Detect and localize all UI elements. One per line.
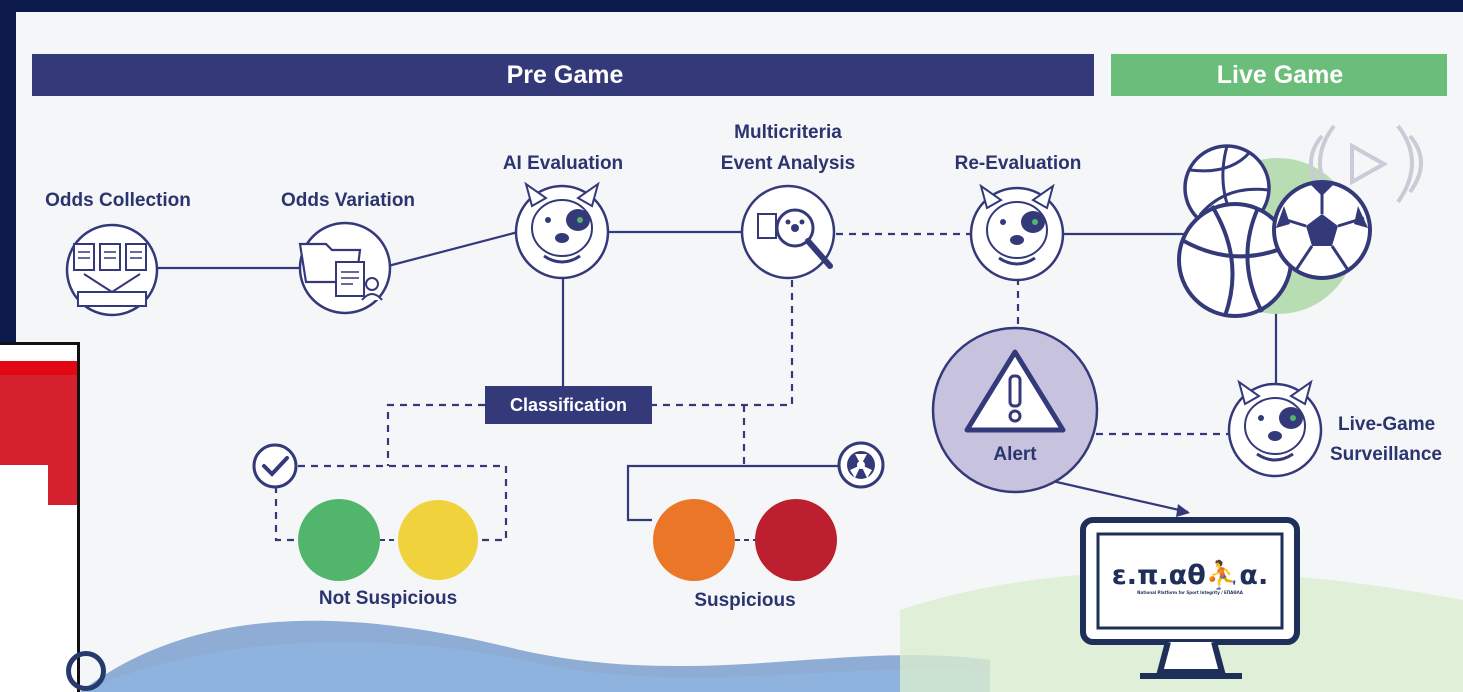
overlapping-window — [0, 342, 106, 692]
epathla-logo: ε.π.αθ⛹α. National Platform for Sport In… — [1100, 562, 1280, 596]
folder-icon — [298, 221, 392, 315]
warning-icon — [931, 326, 1099, 494]
monitor-icon — [1080, 517, 1300, 679]
documents-icon — [65, 223, 159, 317]
overlay-white-block — [0, 465, 48, 505]
bracket-suspicious — [626, 464, 840, 522]
dashed-multicriteria-classification — [652, 280, 794, 407]
magnifier-icon — [740, 184, 836, 280]
logo-text-end: α. — [1239, 560, 1269, 591]
bulldog-icon — [514, 181, 610, 280]
connector-alert-monitor — [1047, 478, 1189, 514]
alert-label: Alert — [993, 444, 1037, 465]
live-game-band — [1111, 54, 1447, 96]
suspicious-label: Suspicious — [694, 590, 796, 611]
bulldog-icon — [1227, 379, 1323, 478]
dashed-check-down — [274, 486, 298, 542]
pre-game-title: Pre Game — [506, 61, 624, 89]
classification-label: Classification — [509, 395, 628, 415]
pre-game-band — [32, 54, 1094, 96]
figure-icon: ⛹ — [1205, 560, 1240, 591]
gear-icon — [66, 651, 106, 691]
red-circle — [755, 499, 837, 581]
odds-variation-label: Odds Variation — [280, 190, 416, 211]
check-icon — [252, 443, 298, 489]
odds-collection-label: Odds Collection — [45, 190, 191, 211]
connector-variation-ai — [387, 230, 519, 268]
ai-evaluation-label: AI Evaluation — [502, 153, 624, 174]
green-circle — [298, 499, 380, 581]
classification-box — [485, 386, 652, 424]
soccer-ball-icon — [1272, 180, 1372, 280]
arrowhead-monitor — [1176, 504, 1190, 517]
logo-text: ε.π.αθ — [1111, 560, 1206, 591]
orange-circle — [653, 499, 735, 581]
multicriteria-label-line1: Multicriteria — [734, 122, 842, 143]
live-game-title: Live Game — [1216, 61, 1344, 89]
bulldog-icon — [969, 183, 1065, 282]
wave-light-blue — [80, 641, 990, 692]
dashed-check-bracket — [298, 464, 508, 542]
not-suspicious-label: Not Suspicious — [318, 588, 458, 609]
yellow-circle — [398, 500, 478, 580]
radiation-icon — [837, 441, 885, 489]
multicriteria-label-line2: Event Analysis — [720, 153, 856, 174]
overlay-red-bar — [0, 361, 77, 375]
live-surveillance-label-line1: Live-Game — [1338, 414, 1436, 435]
logo-subtext: National Platform for Sport Integrity / … — [1137, 590, 1243, 595]
live-surveillance-label-line2: Surveillance — [1330, 444, 1442, 465]
dashed-classification-left — [386, 403, 485, 466]
re-evaluation-label: Re-Evaluation — [954, 153, 1082, 174]
